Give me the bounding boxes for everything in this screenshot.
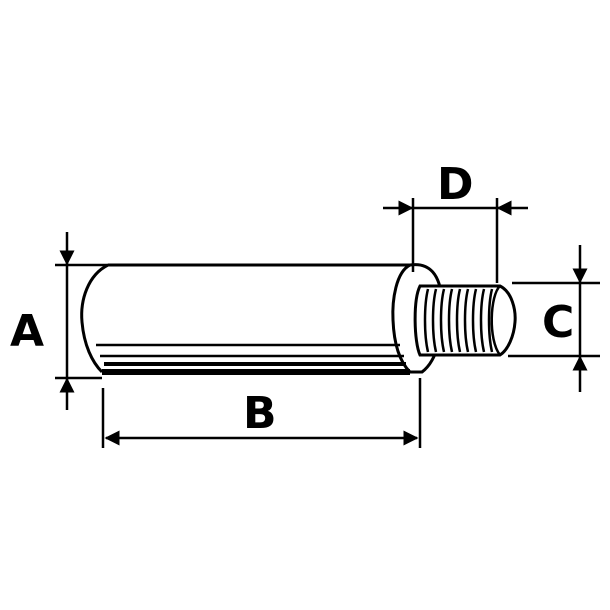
label-d: D: [437, 159, 474, 210]
label-c: C: [542, 297, 574, 348]
dimension-a: [55, 232, 108, 410]
threaded-stud: [413, 284, 517, 357]
dimension-c: [508, 245, 600, 392]
dimension-d: [383, 198, 528, 283]
dimension-b: [101, 378, 422, 448]
label-b: B: [243, 388, 277, 439]
cylinder-body: [80, 263, 410, 375]
label-a: A: [10, 306, 44, 357]
